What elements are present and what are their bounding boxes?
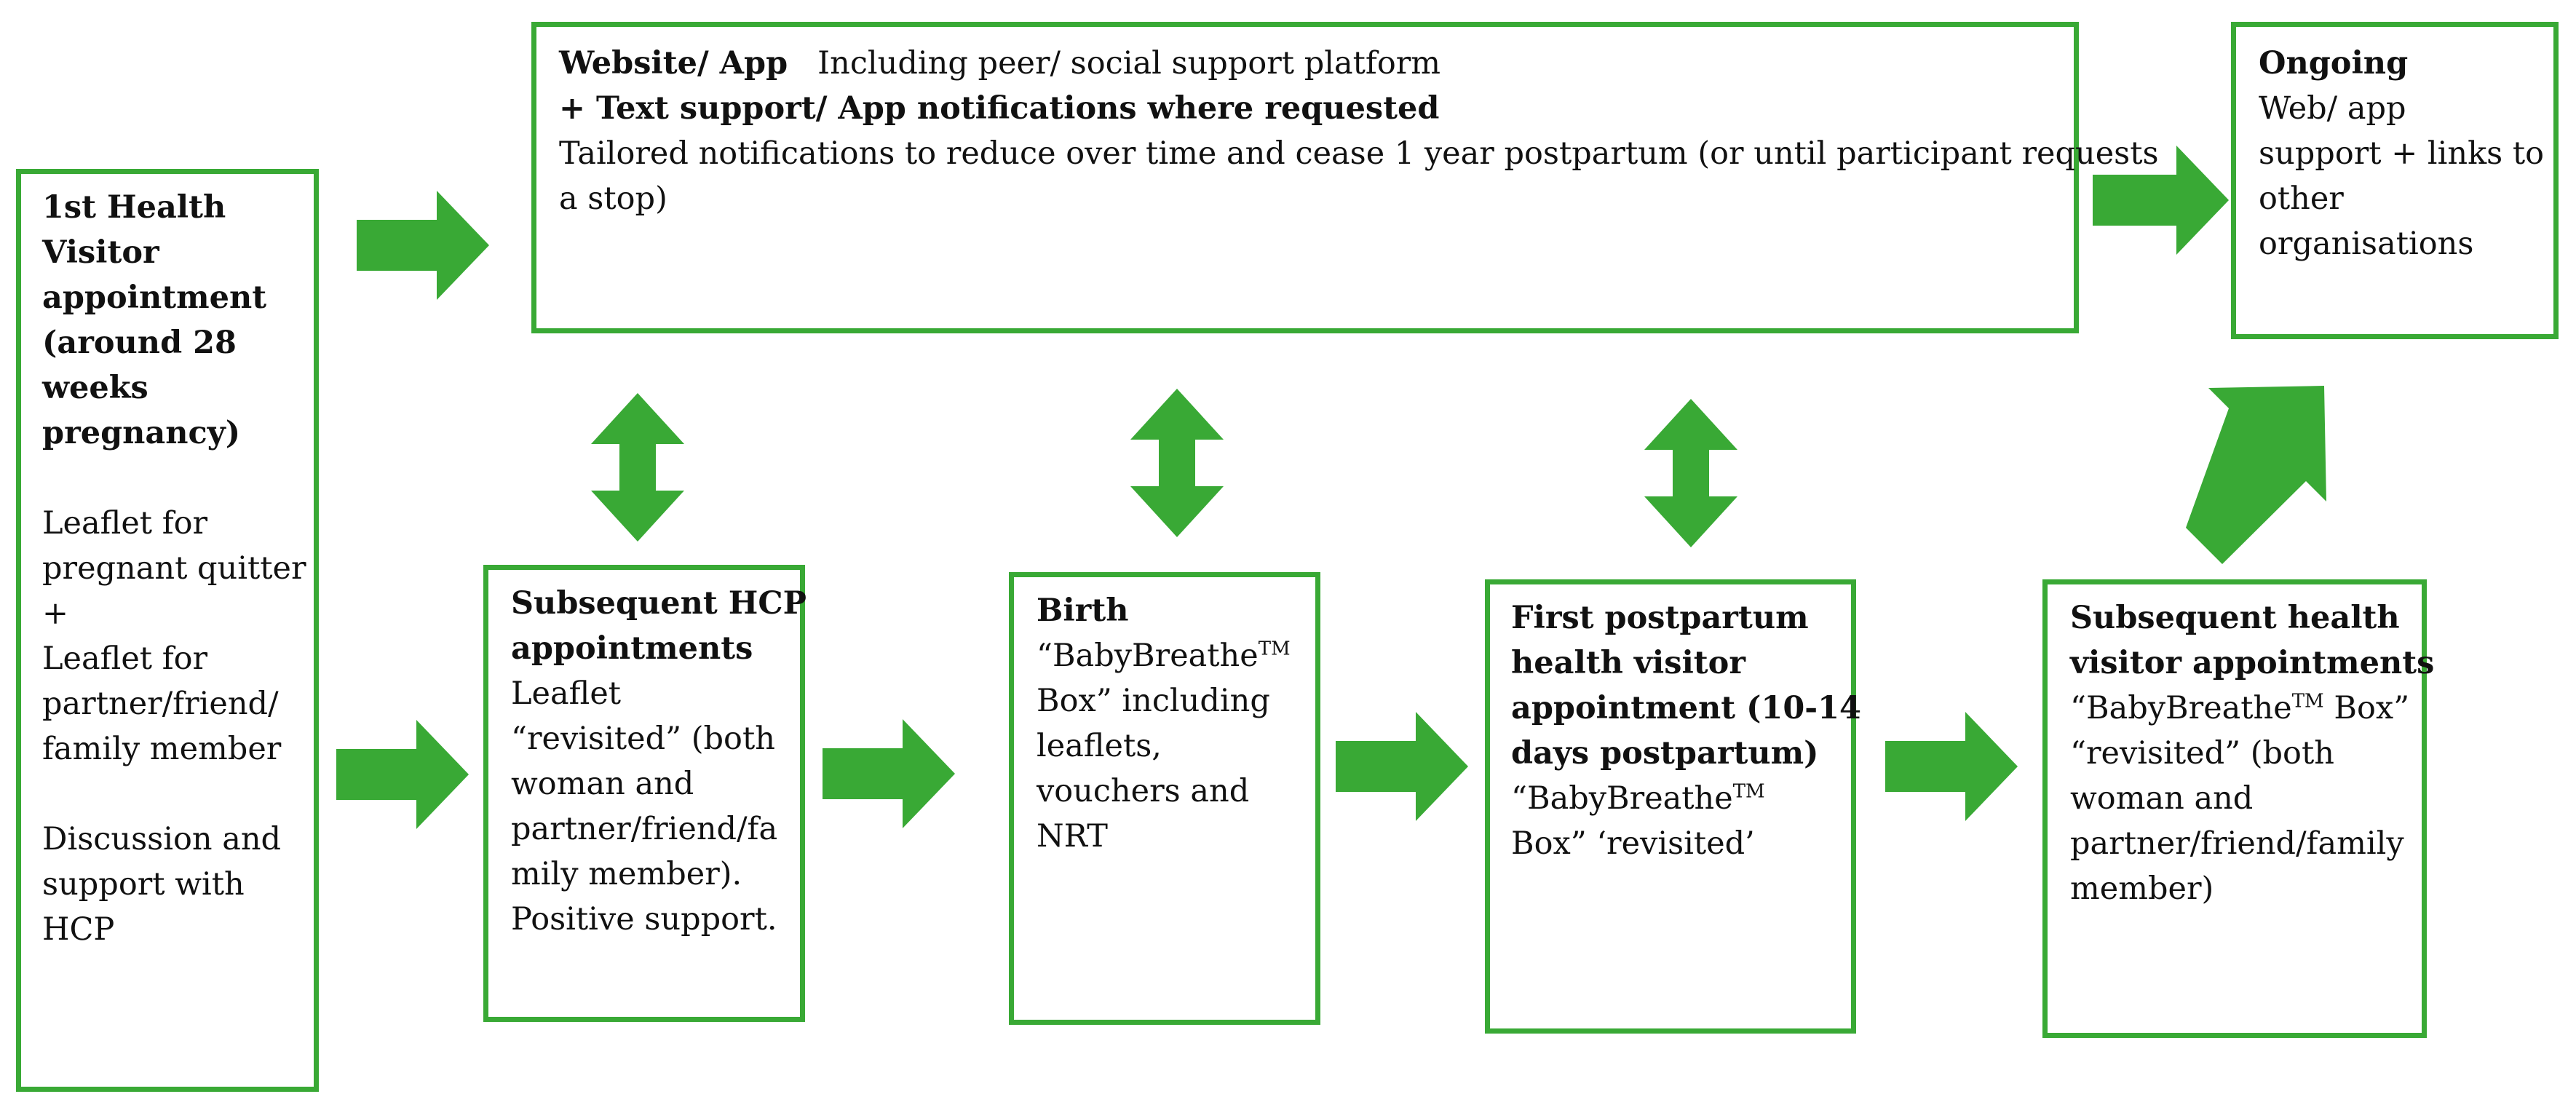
hcp-body-line: mily member). bbox=[511, 856, 742, 892]
subsequent-hv-body-line: woman and bbox=[2070, 780, 2254, 817]
website-title-suffix: Including peer/ social support platform bbox=[817, 45, 1441, 82]
website-subtitle: + Text support/ App notifications where … bbox=[559, 90, 1440, 127]
hv1-body-line: pregnant quitter bbox=[42, 550, 306, 587]
subsequent-hv-title-line: Subsequent health bbox=[2070, 600, 2400, 636]
hv1-title-line: 1st Health bbox=[42, 189, 226, 226]
website-body-line: a stop) bbox=[559, 181, 667, 217]
postpartum-line1: “BabyBreathe bbox=[1511, 780, 1733, 817]
hcp-title-line: appointments bbox=[511, 630, 753, 667]
arrow-hv1-to-hcp bbox=[336, 720, 469, 829]
ongoing-body-line: organisations bbox=[2259, 226, 2474, 262]
ongoing-title: Ongoing bbox=[2259, 45, 2409, 82]
arrow-website-to-ongoing bbox=[2093, 146, 2229, 255]
website-body-line: Tailored notifications to reduce over ti… bbox=[559, 135, 2159, 172]
arrow-hv1-to-website bbox=[357, 191, 489, 300]
website-title: Website/ App bbox=[559, 45, 788, 82]
hv1-title-line: appointment bbox=[42, 280, 267, 316]
ongoing-box bbox=[2231, 22, 2559, 339]
arrow-hcp-to-birth bbox=[823, 719, 955, 828]
birth-text: Birth “BabyBreatheTM Box” including leaf… bbox=[1037, 588, 1313, 859]
hv1-title-line: Visitor bbox=[42, 234, 159, 271]
ongoing-text: Ongoing Web/ app support + links to othe… bbox=[2259, 41, 2550, 266]
hv1-box bbox=[16, 169, 319, 1092]
arrow-postpartum-to-subsequent-hv bbox=[1885, 712, 2018, 821]
subsequent-hv-body-line: partner/friend/family bbox=[2070, 825, 2404, 862]
birth-line1: “BabyBreathe bbox=[1037, 638, 1259, 674]
postpartum-box bbox=[1485, 579, 1856, 1034]
postpartum-text: First postpartum health visitor appointm… bbox=[1511, 595, 1861, 866]
ongoing-body-line: other bbox=[2259, 181, 2344, 217]
arrow-birth-to-postpartum bbox=[1336, 712, 1468, 821]
birth-title: Birth bbox=[1037, 592, 1129, 629]
birth-box bbox=[1009, 572, 1320, 1025]
hcp-box bbox=[483, 565, 805, 1022]
hv1-title-line: weeks bbox=[42, 370, 148, 406]
hcp-text: Subsequent HCP appointments Leaflet “rev… bbox=[511, 581, 807, 942]
hv1-body-line: Discussion and bbox=[42, 821, 282, 857]
double-arrow-website-postpartum bbox=[1644, 399, 1737, 547]
birth-body-line: Box” including bbox=[1037, 683, 1270, 719]
hv1-body-line: Leaflet for bbox=[42, 505, 208, 542]
double-arrow-website-birth bbox=[1130, 389, 1224, 537]
subsequent-hv-body-line: member) bbox=[2070, 871, 2214, 907]
subsequent-hv-box bbox=[2042, 579, 2427, 1038]
hv1-body-line bbox=[42, 772, 312, 817]
hcp-title-line: Subsequent HCP bbox=[511, 585, 807, 622]
hcp-body-line: Leaflet bbox=[511, 675, 622, 712]
hcp-body-line: “revisited” (both bbox=[511, 721, 775, 757]
ongoing-body-line: Web/ app bbox=[2259, 90, 2406, 127]
trademark-mark: TM bbox=[1732, 780, 1765, 803]
postpartum-line2: Box” ‘revisited’ bbox=[1511, 825, 1755, 862]
hv1-body-line: partner/friend/ bbox=[42, 686, 279, 722]
website-text: Website/ App Including peer/ social supp… bbox=[559, 41, 2159, 221]
hv1-title-line: pregnancy) bbox=[42, 415, 241, 451]
hv1-body-line: HCP bbox=[42, 911, 115, 948]
hcp-body-line: woman and bbox=[511, 766, 694, 802]
hv1-body-line: + bbox=[42, 595, 69, 632]
subsequent-hv-body-line: “revisited” (both bbox=[2070, 735, 2334, 772]
hcp-body-line: Positive support. bbox=[511, 901, 777, 937]
postpartum-title-line: First postpartum bbox=[1511, 600, 1809, 636]
hcp-body-line: partner/friend/fa bbox=[511, 811, 778, 847]
hv1-body-line: support with bbox=[42, 866, 245, 903]
subsequent-hv-line1-suffix: Box” bbox=[2323, 690, 2410, 726]
trademark-mark: TM bbox=[2291, 690, 2324, 713]
postpartum-title-line: appointment (10-14 bbox=[1511, 690, 1861, 726]
double-arrow-website-hcp bbox=[591, 393, 684, 542]
hv1-title-line: (around 28 bbox=[42, 325, 237, 361]
website-box bbox=[531, 22, 2079, 333]
arrow-subsequent-hv-to-ongoing bbox=[2186, 386, 2326, 564]
birth-body-line: leaflets, bbox=[1037, 728, 1162, 764]
postpartum-title-line: days postpartum) bbox=[1511, 735, 1819, 772]
hv1-body-line: family member bbox=[42, 731, 282, 767]
hv1-text: 1st Health Visitor appointment (around 2… bbox=[42, 185, 312, 952]
trademark-mark: TM bbox=[1258, 638, 1291, 660]
subsequent-hv-line1-prefix: “BabyBreathe bbox=[2070, 690, 2292, 726]
hv1-body-line: Leaflet for bbox=[42, 641, 208, 677]
birth-body-line: NRT bbox=[1037, 818, 1108, 855]
subsequent-hv-title-line: visitor appointments bbox=[2070, 645, 2435, 681]
birth-body-line: vouchers and bbox=[1037, 773, 1250, 809]
ongoing-body-line: support + links to bbox=[2259, 135, 2545, 172]
subsequent-hv-text: Subsequent health visitor appointments “… bbox=[2070, 595, 2435, 911]
postpartum-title-line: health visitor bbox=[1511, 645, 1745, 681]
